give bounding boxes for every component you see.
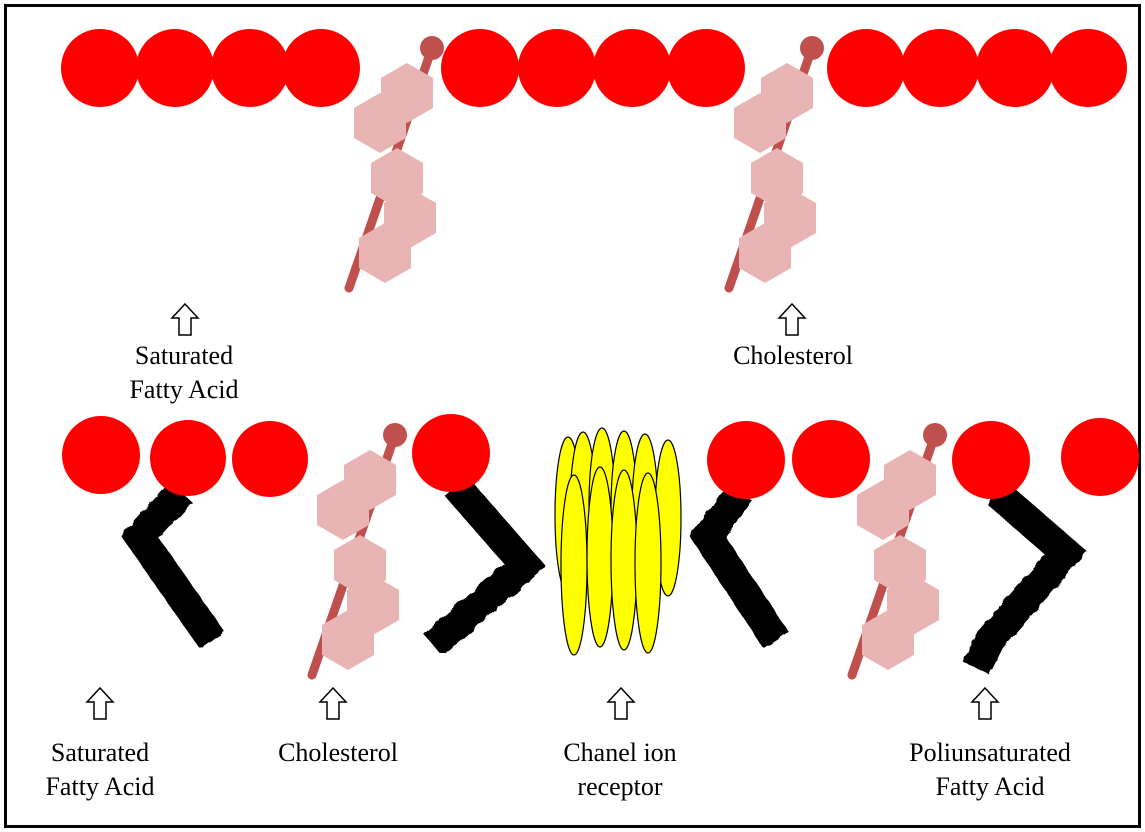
phospholipid-head [667,29,745,107]
top-cholesterol-1 [349,36,444,288]
unsaturated-tail [708,492,776,640]
arrow-top-saturated [172,304,198,335]
label-bottom-saturated-fatty-acid: Saturated Fatty Acid [20,736,180,804]
phospholipid-head [827,29,905,107]
channel-subunit [587,467,613,647]
phospholipid-head [61,29,139,107]
label-bottom-cholesterol: Cholesterol [248,736,428,770]
label-polyunsaturated-fatty-acid: Poliunsaturated Fatty Acid [880,736,1100,804]
phospholipid-head [412,414,490,492]
phospholipid-head [211,29,289,107]
channel-subunit [635,473,661,653]
phospholipid-head [136,29,214,107]
phospholipid-head [282,29,360,107]
phospholipid-head [441,29,519,107]
phospholipid-head [232,421,308,497]
arrow-bottom-cholesterol [320,688,346,719]
phospholipid-head [901,29,979,107]
phospholipid-head [62,416,140,494]
unsaturated-tail [433,485,525,645]
unsaturated-tail [140,492,212,640]
channel-subunit [611,470,637,650]
arrow-polyunsaturated [972,688,998,719]
unsaturated-tail [976,493,1066,668]
ion-channel-receptor [555,428,681,655]
phospholipid-head [150,420,226,496]
phospholipid-head [518,29,596,107]
channel-subunit [561,475,587,655]
label-top-saturated-fatty-acid: Saturated Fatty Acid [104,339,264,407]
phospholipid-head [1049,29,1127,107]
phospholipid-head [792,420,870,498]
phospholipid-head [976,29,1054,107]
phospholipid-head [952,421,1030,499]
bottom-cholesterol-1 [312,423,407,675]
phospholipid-head [1061,418,1139,496]
label-channel-ion-receptor: Chanel ion receptor [530,736,710,804]
phospholipid-head [593,29,671,107]
arrow-bottom-saturated [87,688,113,719]
phospholipid-head [707,421,785,499]
label-top-cholesterol: Cholesterol [703,339,883,373]
arrow-top-cholesterol [779,304,805,335]
arrow-channel [608,688,634,719]
